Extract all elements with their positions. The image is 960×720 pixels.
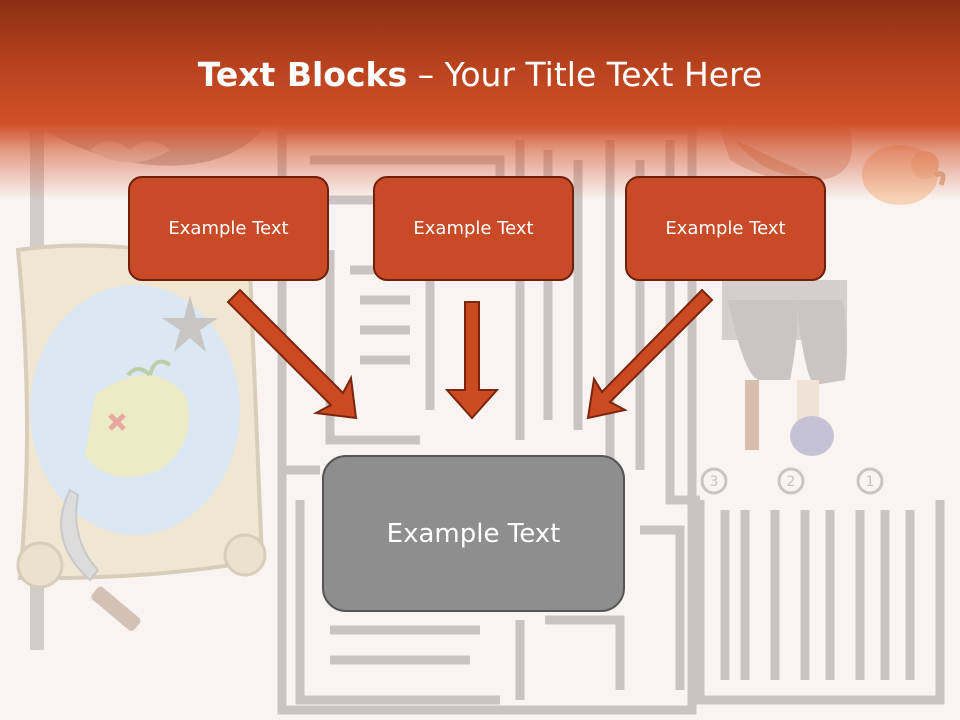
text-block-2[interactable]: Example Text: [373, 176, 574, 281]
text-block-3[interactable]: Example Text: [625, 176, 826, 281]
maze-number-1: 1: [866, 474, 875, 490]
arrow-1: [226, 288, 358, 420]
title-bold-text: Text Blocks: [197, 55, 408, 94]
title-banner: [0, 0, 960, 200]
maze-number-3: 3: [710, 474, 719, 490]
arrow-3: [586, 288, 714, 420]
arrow-2: [444, 301, 500, 420]
sword-icon: [60, 488, 141, 631]
main-text-block[interactable]: Example Text: [322, 455, 625, 612]
title-rest-text: – Your Title Text Here: [407, 55, 763, 94]
maze-number-markers: [700, 467, 884, 495]
slide-title: Text Blocks – Your Title Text Here: [0, 52, 960, 98]
text-block-1[interactable]: Example Text: [128, 176, 329, 281]
maze-number-2: 2: [787, 474, 796, 490]
